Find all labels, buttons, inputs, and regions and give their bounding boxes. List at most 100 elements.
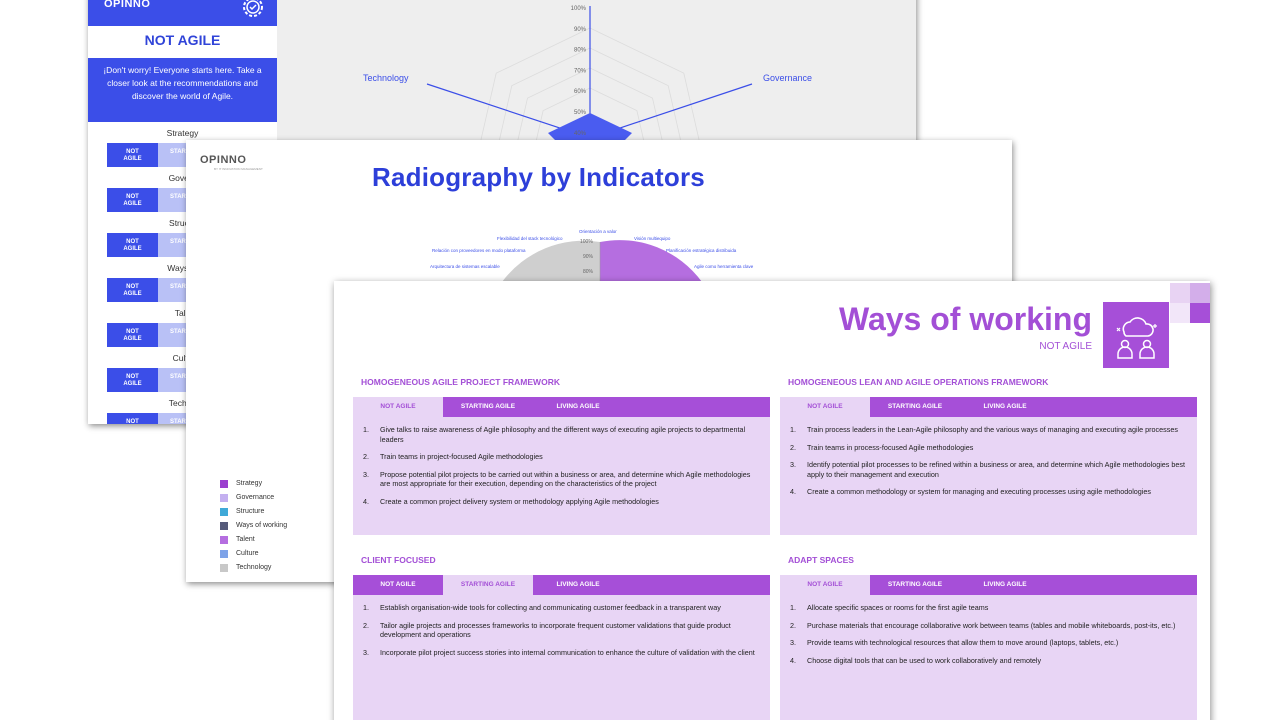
recommendation-item: 4. Create a common methodology or system …: [790, 487, 1187, 497]
radar-label: Relación con proveedores en modo platafo…: [432, 248, 526, 253]
section-title: HOMOGENEOUS LEAN AND AGILE OPERATIONS FR…: [788, 377, 1049, 387]
item-text: Train process leaders in the Lean-Agile …: [807, 425, 1178, 434]
slide-title: Radiography by Indicators: [372, 162, 705, 192]
axis-label-governance: Governance: [763, 73, 813, 83]
decor-square: [1170, 283, 1190, 303]
item-number: 1.: [363, 425, 369, 434]
recommendation-item: 1. Train process leaders in the Lean-Agil…: [790, 425, 1187, 435]
axis-label-technology: Technology: [363, 73, 409, 83]
recommendation-item: 2.Train teams in project-focused Agile m…: [363, 452, 760, 462]
legend-label: Strategy: [236, 480, 263, 487]
tab-living-agile[interactable]: LIVING AGILE: [556, 581, 600, 588]
indicator-label: Govern: [168, 173, 197, 183]
recommendation-item: 3.Provide teams with technological resou…: [790, 638, 1187, 648]
recommendation-item: 3.Incorporate pilot project success stor…: [363, 648, 760, 658]
legend-swatch: [220, 564, 228, 572]
item-number: 2.: [790, 442, 796, 452]
legend-label: Structure: [236, 508, 265, 515]
radar-tick-label: 70%: [574, 68, 587, 74]
slide-title: Ways of working: [838, 301, 1092, 337]
summary-header: OPINNO: [88, 0, 277, 26]
radar-tick: 90%: [583, 254, 594, 260]
legend-item: Ways of working: [220, 522, 287, 536]
item-number: 1.: [790, 603, 796, 612]
legend-swatch: [220, 550, 228, 558]
recommendation-list: 1. Train process leaders in the Lean-Agil…: [780, 417, 1197, 535]
tab-not-agile[interactable]: NOT AGILE: [380, 581, 416, 588]
level-message: ¡Don't worry! Everyone starts here. Take…: [88, 58, 277, 122]
radar-label: Visión multiequipo: [634, 236, 671, 241]
level-not-agile-cell: NOT AGILE: [107, 233, 158, 257]
legend-item: Technology: [220, 564, 287, 578]
tab-starting-agile[interactable]: STARTING AGILE: [887, 403, 943, 410]
item-number: 2.: [790, 620, 796, 630]
decor-square: [1190, 283, 1210, 303]
item-text: Give talks to raise awareness of Agile p…: [380, 425, 746, 444]
recommendation-item: 2.Train teams in process-focused Agile m…: [790, 443, 1187, 453]
slide-ways-of-working: Ways of working NOT AGILE HOMOGENEOUS AG…: [334, 281, 1210, 720]
item-text: Propose potential pilot projects to be c…: [380, 469, 751, 489]
radar-tick-label: 90%: [574, 27, 587, 33]
recommendation-item: 2.Tailor agile projects and processes fr…: [363, 621, 760, 640]
indicator-label: Tale: [174, 308, 191, 318]
section-title: CLIENT FOCUSED: [361, 555, 436, 565]
section-adapt-spaces: ADAPT SPACES NOT AGILE STARTING AGILE LIVIN…: [780, 555, 1197, 720]
radar-label: Arquitectura de sistemas escalable: [430, 264, 500, 269]
tab-living-agile[interactable]: LIVING AGILE: [556, 403, 600, 410]
item-number: 1.: [363, 603, 369, 612]
tab-living-agile[interactable]: LIVING AGILE: [983, 581, 1027, 588]
legend-label: Ways of working: [236, 522, 288, 529]
decor-square: [1170, 303, 1190, 323]
item-text: Allocate specific spaces or rooms for th…: [807, 603, 989, 612]
tab-starting-agile[interactable]: STARTING AGILE: [887, 581, 943, 588]
item-text: Identify potential pilot processes to be…: [807, 460, 1185, 479]
item-text: Establish organisation-wide tools for co…: [380, 603, 721, 612]
tab-starting-agile[interactable]: STARTING AGILE: [460, 403, 516, 410]
indicator-label: Strategy: [166, 128, 199, 138]
radar-label: Orientación a valor: [579, 229, 617, 234]
radar-tick-label: 40%: [574, 131, 587, 137]
recommendation-item: 2.Purchase materials that encourage coll…: [790, 621, 1187, 631]
radar-label: Flexibilidad del stack tecnológico: [497, 236, 563, 241]
radar-tick-label: 50%: [574, 110, 587, 116]
section-client-focused: CLIENT FOCUSED NOT AGILE STARTING AGILE LIV…: [353, 555, 770, 720]
recommendation-item: 1. Give talks to raise awareness of Agile…: [363, 425, 760, 444]
radiography-radar: [502, 240, 702, 282]
level-tabs: NOT AGILE STARTING AGILE LIVING AGILE: [353, 397, 770, 417]
item-number: 2.: [363, 620, 369, 630]
opinno-logo: OPINNO: [200, 154, 247, 166]
recommendation-item: 4.Choose digital tools that can be used …: [790, 656, 1187, 666]
legend-swatch: [220, 508, 228, 516]
radar-tick-label: 80%: [574, 48, 587, 54]
level-not-agile-cell: NOT AGILE: [107, 323, 158, 347]
radar-tick-label: 100%: [571, 6, 587, 12]
recommendation-item: 1. Establish organisation-wide tools for …: [363, 603, 760, 613]
level-tabs: NOT AGILE STARTING AGILE LIVING AGILE: [780, 575, 1197, 595]
opinno-logo: OPINNO: [104, 0, 151, 10]
item-number: 3.: [363, 469, 369, 479]
tab-starting-agile[interactable]: STARTING AGILE: [443, 575, 533, 595]
tab-not-agile[interactable]: NOT AGILE: [353, 397, 443, 417]
legend-item: Governance: [220, 494, 287, 508]
section-title: ADAPT SPACES: [788, 555, 854, 565]
recommendation-item: 4.Create a common project delivery syste…: [363, 497, 760, 507]
legend-swatch: [220, 536, 228, 544]
radar-segment-technology: [502, 240, 600, 282]
legend-label: Culture: [236, 550, 259, 557]
item-number: 4.: [790, 487, 796, 496]
tab-living-agile[interactable]: LIVING AGILE: [983, 403, 1027, 410]
legend-item: Culture: [220, 550, 287, 564]
item-number: 1.: [790, 425, 796, 434]
recommendation-list: 1. Establish organisation-wide tools for …: [353, 595, 770, 720]
level-not-agile-cell: NOT AGILE: [107, 278, 158, 302]
radar-label: Agile como herramienta clave: [694, 264, 754, 269]
tab-not-agile[interactable]: NOT AGILE: [780, 397, 870, 417]
item-text: Create a common methodology or system fo…: [807, 487, 1151, 496]
tab-not-agile[interactable]: NOT AGILE: [780, 575, 870, 595]
teamwork-icon-box: [1103, 302, 1169, 368]
level-subtitle: NOT AGILE: [1039, 341, 1092, 352]
legend-swatch: [220, 494, 228, 502]
